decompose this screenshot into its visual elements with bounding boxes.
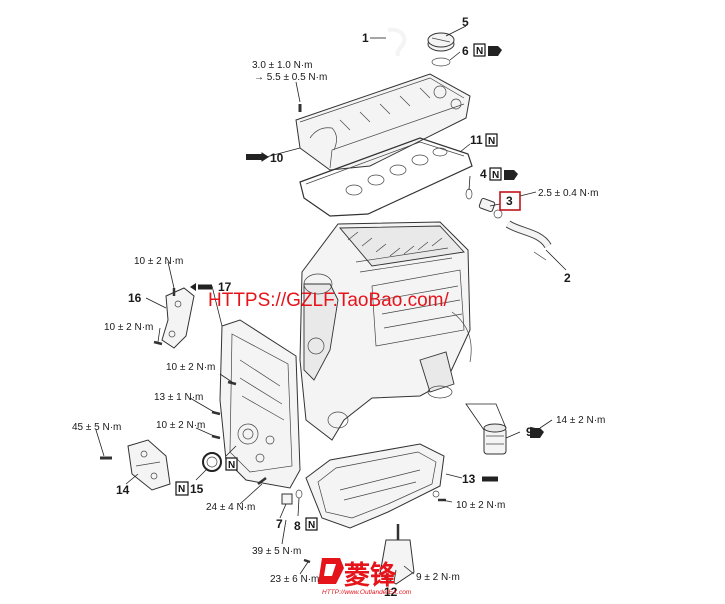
part-engine-assembly — [299, 221, 472, 441]
part-bracket-16 — [161, 287, 195, 349]
part-rocker-cover — [295, 73, 471, 171]
part-oil-pan — [305, 443, 445, 529]
part-drain-gasket — [295, 489, 303, 499]
new-part-symbol-4: N — [489, 167, 518, 181]
part-engine-mount-bracket — [127, 439, 171, 491]
part-oring-6 — [431, 57, 451, 67]
torque-label-cover-bolt-a: 3.0 ± 1.0 N·m — [252, 60, 313, 71]
torque-label-case-2: 13 ± 1 N·m — [154, 392, 203, 403]
part-drain-plug — [281, 493, 293, 505]
part-front-oil-seal — [202, 452, 222, 472]
callout-12: 12 — [384, 585, 398, 599]
callout-3: 3 — [506, 194, 513, 208]
part-rocker-cover-gasket — [299, 137, 473, 217]
torque-label-bottom-left: 23 ± 6 N·m — [270, 574, 319, 585]
callout-14: 14 — [116, 483, 130, 497]
callout-1: 1 — [362, 31, 369, 45]
part-pcv-hose — [505, 220, 552, 261]
new-part-symbol-case: N — [225, 457, 238, 471]
callout-9: 9 — [526, 425, 533, 439]
svg-text:N: N — [492, 170, 499, 181]
part-oil-filler-cap — [427, 32, 455, 52]
svg-text:N: N — [488, 136, 495, 147]
bolt-arrow-17 — [190, 283, 212, 291]
callout-13: 13 — [462, 472, 476, 486]
leader-lines — [95, 25, 567, 583]
torque-label-drain-plug: 39 ± 5 N·m — [252, 546, 301, 557]
callout-4: 4 — [480, 167, 487, 181]
brand-url: HTTP://www.OutlanderEX.com — [322, 589, 412, 596]
new-part-symbol-11: N — [485, 133, 498, 147]
svg-text:N: N — [228, 460, 235, 471]
torque-label-pcv: 2.5 ± 0.4 N·m — [538, 188, 599, 199]
brand-logo-text: 菱锋 — [344, 560, 397, 590]
torque-label-cover-bolt-b: → 5.5 ± 0.5 N·m — [254, 72, 327, 83]
torque-label-oil-filter: 14 ± 2 N·m — [556, 415, 605, 426]
torque-label-case-3: 10 ± 2 N·m — [156, 420, 205, 431]
new-part-symbol-8: N — [305, 517, 318, 531]
torque-label-oil-pan: 10 ± 2 N·m — [456, 500, 505, 511]
callout-2: 2 — [564, 271, 571, 285]
torque-label-case-bottom: 24 ± 4 N·m — [206, 502, 255, 513]
torque-label-mount: 45 ± 5 N·m — [72, 422, 121, 433]
watermark-text: HTTPS://GZLF.TaoBao.com/ — [208, 290, 449, 311]
callout-8: 8 — [294, 519, 301, 533]
part-bracket-12 — [379, 524, 415, 585]
svg-text:N: N — [178, 484, 185, 495]
new-part-symbol-15: N — [175, 481, 189, 496]
part-pcv-valve — [465, 188, 503, 219]
brand-logo: 菱锋 HTTP://www.OutlanderEX.com — [318, 558, 412, 596]
torque-label-case-1: 10 ± 2 N·m — [166, 362, 215, 373]
bolt-arrow-10 — [246, 152, 269, 162]
torque-label-bottom-right: 9 ± 2 N·m — [416, 572, 460, 583]
callout-15: 15 — [190, 482, 204, 496]
callout-3-box — [499, 191, 521, 211]
callout-17: 17 — [218, 280, 232, 294]
svg-text:N: N — [476, 46, 483, 57]
callout-7: 7 — [276, 517, 283, 531]
callout-6: 6 — [462, 44, 469, 58]
callout-11: 11 — [470, 133, 483, 147]
torque-label-bracket-top: 10 ± 2 N·m — [134, 256, 183, 267]
torque-label-bracket-side: 10 ± 2 N·m — [104, 322, 153, 333]
new-part-symbol-9 — [530, 428, 544, 438]
part-oil-filter — [483, 423, 507, 455]
svg-text:N: N — [308, 520, 315, 531]
callout-10: 10 — [270, 151, 284, 165]
part-breather-hose — [387, 27, 407, 57]
part-timing-chain-case — [219, 319, 301, 489]
callout-5: 5 — [462, 15, 469, 29]
callout-16: 16 — [128, 291, 142, 305]
new-part-symbol-6: N — [473, 43, 502, 57]
